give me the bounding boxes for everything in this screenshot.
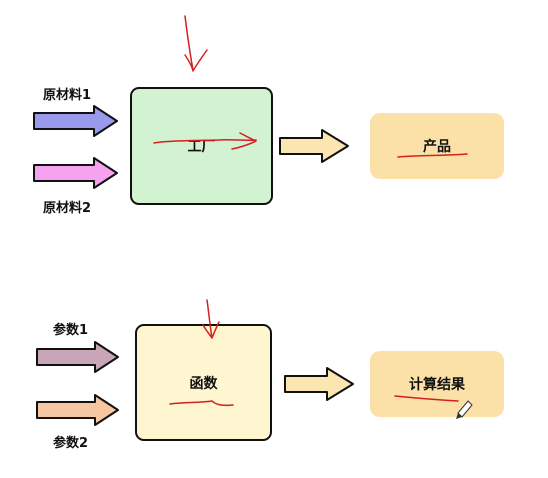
top-input1-label: 原材料1 xyxy=(43,88,92,103)
pen-cursor-icon xyxy=(456,400,473,419)
bottom-process-label: 函数 xyxy=(189,375,218,392)
top-output-box: 产品 xyxy=(370,113,504,179)
top-process-box: 工厂 xyxy=(130,87,273,205)
bottom-input1-label: 参数1 xyxy=(53,323,89,338)
bottom-input2-label: 参数2 xyxy=(53,436,89,451)
top-output-label: 产品 xyxy=(423,139,451,155)
top-output-underline-stroke xyxy=(397,153,468,158)
bottom-input2-arrow xyxy=(36,394,119,426)
bottom-input-stroke xyxy=(202,299,220,339)
top-input1-arrow xyxy=(33,105,118,137)
bottom-underline-stroke xyxy=(169,400,234,407)
top-input2-label: 原材料2 xyxy=(43,201,92,216)
top-process-label: 工厂 xyxy=(187,139,216,155)
bottom-output-arrow xyxy=(284,367,354,401)
bottom-output-box: 计算结果 xyxy=(370,351,504,417)
top-output-arrow xyxy=(279,129,349,163)
top-input2-arrow xyxy=(33,157,118,189)
top-input-stroke xyxy=(184,15,208,72)
bottom-output-label: 计算结果 xyxy=(409,377,465,393)
bottom-input1-arrow xyxy=(36,341,119,373)
top-underline-arrow-stroke xyxy=(153,132,257,150)
bottom-process-box: 函数 xyxy=(135,324,272,441)
bottom-output-underline-stroke xyxy=(394,395,459,402)
